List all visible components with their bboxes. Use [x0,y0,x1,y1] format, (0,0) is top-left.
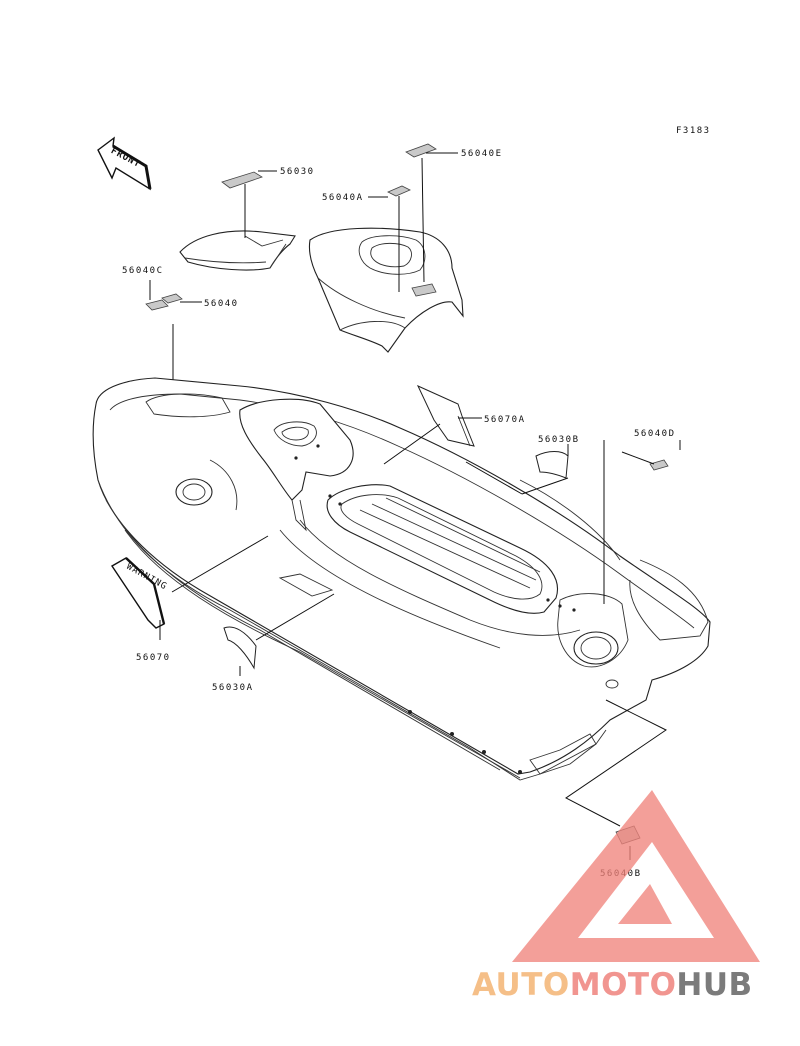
decal-56070A [416,384,475,447]
decal-56040C [145,299,169,311]
callout-56040E: 56040E [461,149,503,159]
figure-code: F3183 [676,126,711,136]
triangle-logo-icon [512,790,760,962]
decal-56040 [161,293,183,304]
hood-hatch [308,227,464,353]
brand-moto: MOTO [570,967,677,1003]
decal-56030 [221,171,263,189]
brand-auto: AUTO [472,967,570,1003]
automotohub-logo: AUTOMOTOHUB [472,790,760,1003]
front-arrow-icon: FRONT [97,136,152,191]
decal-56030A [223,626,257,670]
callout-56030B: 56030B [538,435,580,445]
callout-56070: 56070 [136,653,171,663]
callout-56070A: 56070A [484,415,526,425]
callout-56040D: 56040D [634,429,676,439]
decal-56040A [387,185,411,197]
decal-56030B [535,451,569,479]
callout-56030A: 56030A [212,683,254,693]
svg-text:AUTOMOTOHUB: AUTOMOTOHUB [472,967,753,1003]
decal-56040E [405,143,437,158]
callout-56040C: 56040C [122,266,164,276]
callout-56040A: 56040A [322,193,364,203]
brand-hub: HUB [676,967,752,1003]
callout-56030: 56030 [280,167,315,177]
callout-56040: 56040 [204,299,239,309]
decal-56040D [649,459,669,471]
jet-ski-hull [92,377,711,781]
rear-seat-cover [179,230,296,271]
